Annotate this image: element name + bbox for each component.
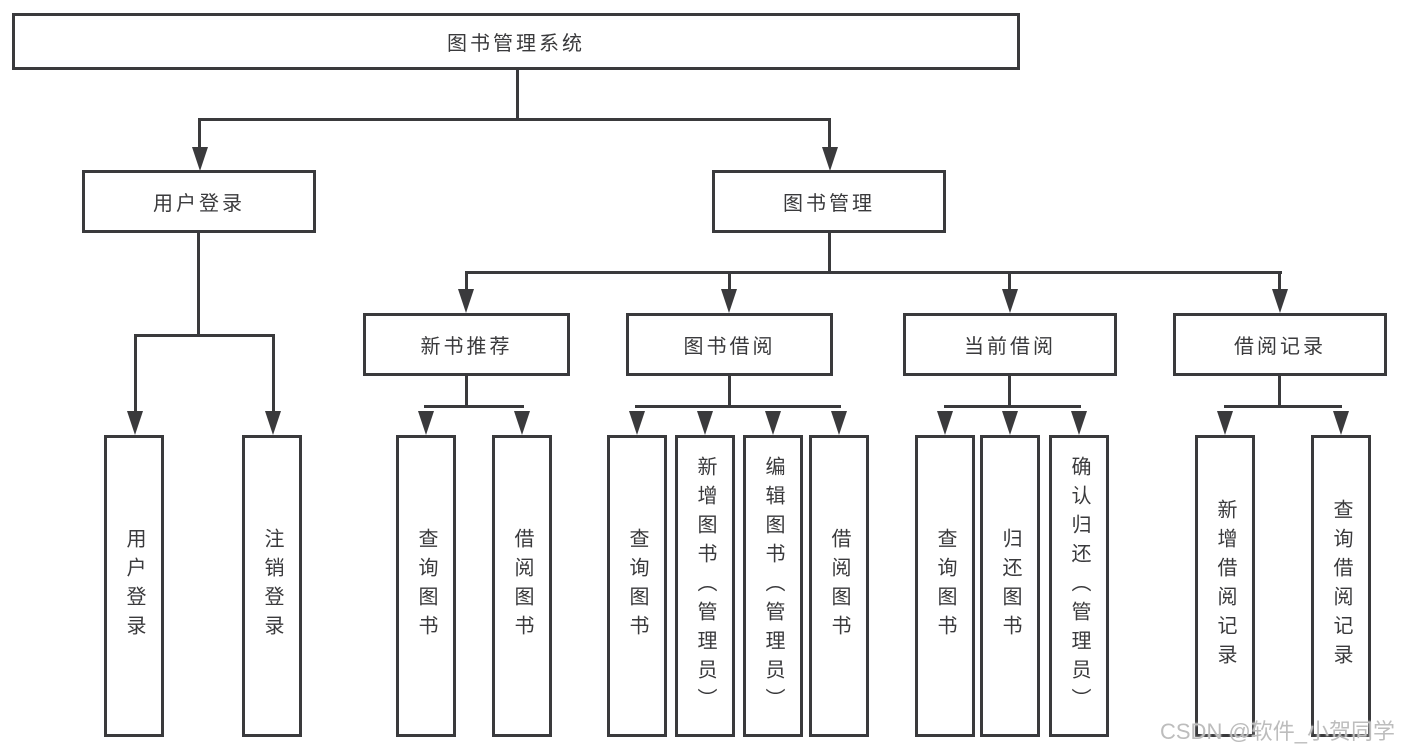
connector-line: [272, 334, 275, 414]
node-label: 图书借阅: [683, 336, 776, 358]
arrow-down-icon: [1217, 411, 1233, 435]
arrow-down-icon: [822, 147, 838, 171]
node-label: 借阅记录: [1234, 336, 1326, 358]
arrow-down-icon: [765, 411, 781, 435]
node-label: 查询图书: [626, 528, 648, 644]
connector-line: [728, 271, 731, 291]
node-label: 新增借阅记录: [1214, 499, 1236, 673]
node-add-books-admin: 新增图书（管理员）: [675, 435, 735, 737]
connector-line: [465, 376, 468, 408]
node-query-books-borrowing: 查询图书: [607, 435, 667, 737]
connector-line: [728, 376, 731, 408]
node-borrowing-records: 借阅记录: [1173, 313, 1387, 376]
arrow-down-icon: [127, 411, 143, 435]
node-label: 查询借阅记录: [1330, 499, 1352, 673]
arrow-down-icon: [418, 411, 434, 435]
node-label: 借阅图书: [828, 528, 850, 644]
connector-line: [1278, 271, 1281, 291]
node-query-borrow-record: 查询借阅记录: [1311, 435, 1371, 737]
node-label: 新书推荐: [420, 336, 513, 358]
node-label: 用户登录: [123, 528, 145, 644]
node-label: 确认归还（管理员）: [1068, 455, 1090, 717]
node-label: 当前借阅: [964, 336, 1056, 358]
connector-line: [197, 233, 200, 337]
node-label: 图书管理系统: [447, 33, 585, 55]
connector-line: [828, 233, 831, 274]
node-add-borrow-record: 新增借阅记录: [1195, 435, 1255, 737]
connector-line: [198, 118, 201, 149]
node-label: 查询图书: [415, 528, 437, 644]
node-label: 新增图书（管理员）: [694, 455, 716, 717]
connector-line: [424, 405, 524, 408]
connector-line: [198, 118, 831, 121]
node-user-login: 用户登录: [82, 170, 316, 233]
node-label: 归还图书: [999, 528, 1021, 644]
node-label: 注销登录: [261, 528, 283, 644]
node-label: 编辑图书（管理员）: [762, 455, 784, 717]
arrow-down-icon: [265, 411, 281, 435]
connector-line: [635, 405, 841, 408]
node-current-borrowing: 当前借阅: [903, 313, 1117, 376]
connector-line: [134, 334, 275, 337]
node-book-management: 图书管理: [712, 170, 946, 233]
node-logout-leaf: 注销登录: [242, 435, 302, 737]
connector-line: [828, 118, 831, 149]
node-label: 用户登录: [153, 193, 245, 215]
node-query-books-current: 查询图书: [915, 435, 975, 737]
arrow-down-icon: [1002, 411, 1018, 435]
arrow-down-icon: [697, 411, 713, 435]
connector-line: [1008, 271, 1011, 291]
arrow-down-icon: [937, 411, 953, 435]
connector-line: [1008, 376, 1011, 408]
connector-line: [944, 405, 1081, 408]
connector-line: [1278, 376, 1281, 408]
arrow-down-icon: [514, 411, 530, 435]
connector-line: [1224, 405, 1342, 408]
arrow-down-icon: [1071, 411, 1087, 435]
node-label: 查询图书: [934, 528, 956, 644]
arrow-down-icon: [1333, 411, 1349, 435]
connector-line: [134, 334, 137, 414]
node-label: 图书管理: [783, 193, 875, 215]
arrow-down-icon: [458, 289, 474, 313]
node-borrow-books-recommend: 借阅图书: [492, 435, 552, 737]
csdn-watermark: CSDN @软件_小贺同学: [1160, 719, 1396, 744]
node-book-borrowing: 图书借阅: [626, 313, 833, 376]
node-query-books-recommend: 查询图书: [396, 435, 456, 737]
node-label: 借阅图书: [511, 528, 533, 644]
node-borrow-books-borrowing: 借阅图书: [809, 435, 869, 737]
connector-line: [516, 70, 519, 121]
node-return-books: 归还图书: [980, 435, 1040, 737]
node-library-system: 图书管理系统: [12, 13, 1020, 70]
connector-line: [465, 271, 468, 291]
connector-line: [465, 271, 1282, 274]
arrow-down-icon: [831, 411, 847, 435]
arrow-down-icon: [629, 411, 645, 435]
node-new-book-recommendation: 新书推荐: [363, 313, 570, 376]
node-confirm-return-admin: 确认归还（管理员）: [1049, 435, 1109, 737]
arrow-down-icon: [192, 147, 208, 171]
node-user-login-leaf: 用户登录: [104, 435, 164, 737]
node-edit-books-admin: 编辑图书（管理员）: [743, 435, 803, 737]
arrow-down-icon: [1272, 289, 1288, 313]
arrow-down-icon: [721, 289, 737, 313]
arrow-down-icon: [1002, 289, 1018, 313]
